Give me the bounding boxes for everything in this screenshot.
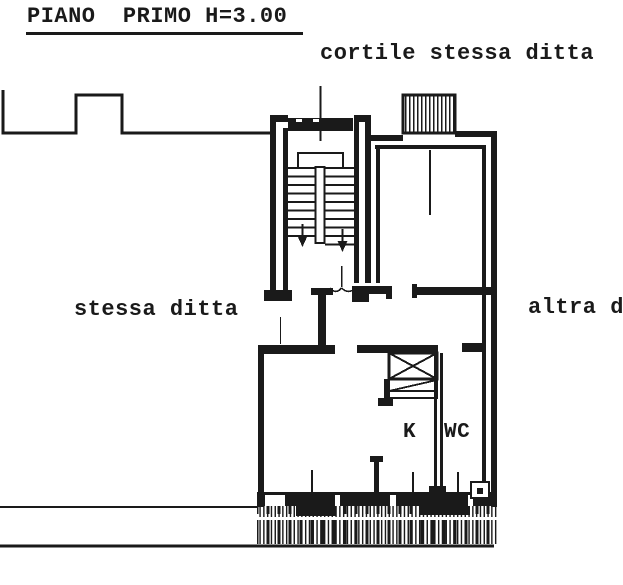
stair-direction-arrow-right: [337, 229, 348, 252]
label-kitchen: K: [403, 421, 417, 444]
label-left-neighbor: stessa ditta: [74, 297, 239, 322]
shaft-x-diagonals: [388, 352, 438, 380]
stair-flights: [288, 151, 354, 252]
label-wc: WC: [444, 421, 471, 444]
boundary-parapet-line: [1, 90, 272, 135]
entrance-door: [279, 266, 356, 344]
foundation-hatch-band: [257, 506, 497, 544]
hall-t-wall: [311, 288, 333, 354]
upper-right-room-walls: [370, 131, 497, 507]
k-wc-divider: [434, 353, 437, 490]
courtyard-shaft-hatched-box: [401, 93, 457, 135]
party-wall: [412, 287, 492, 295]
window-centre-ticks: [311, 86, 459, 492]
right-outer-wall: [491, 131, 497, 507]
kitchen-wc-walls: [357, 343, 482, 496]
right-inner-wall: [482, 145, 486, 505]
stair-treads-right: [325, 167, 354, 246]
stair-well-divider: [314, 165, 326, 245]
ground-lines: [0, 506, 494, 548]
door-swing-arcs: [329, 287, 356, 293]
south-wall: [257, 480, 497, 506]
wc-floor-fixture: [469, 480, 491, 500]
wc-door-jamb: [462, 343, 482, 352]
stair-treads-left: [288, 167, 315, 237]
stair-direction-arrow-left: [297, 224, 308, 247]
wall-foot-flare: [264, 290, 292, 301]
stair-landing-outline: [296, 151, 345, 168]
lower-left-room-walls: [258, 345, 335, 507]
label-courtyard: cortile stessa ditta: [320, 41, 595, 66]
stairwell: [264, 115, 392, 302]
plan-title: PIANO PRIMO H=3.00: [26, 6, 304, 35]
label-right-neighbor: altra d: [528, 295, 623, 320]
